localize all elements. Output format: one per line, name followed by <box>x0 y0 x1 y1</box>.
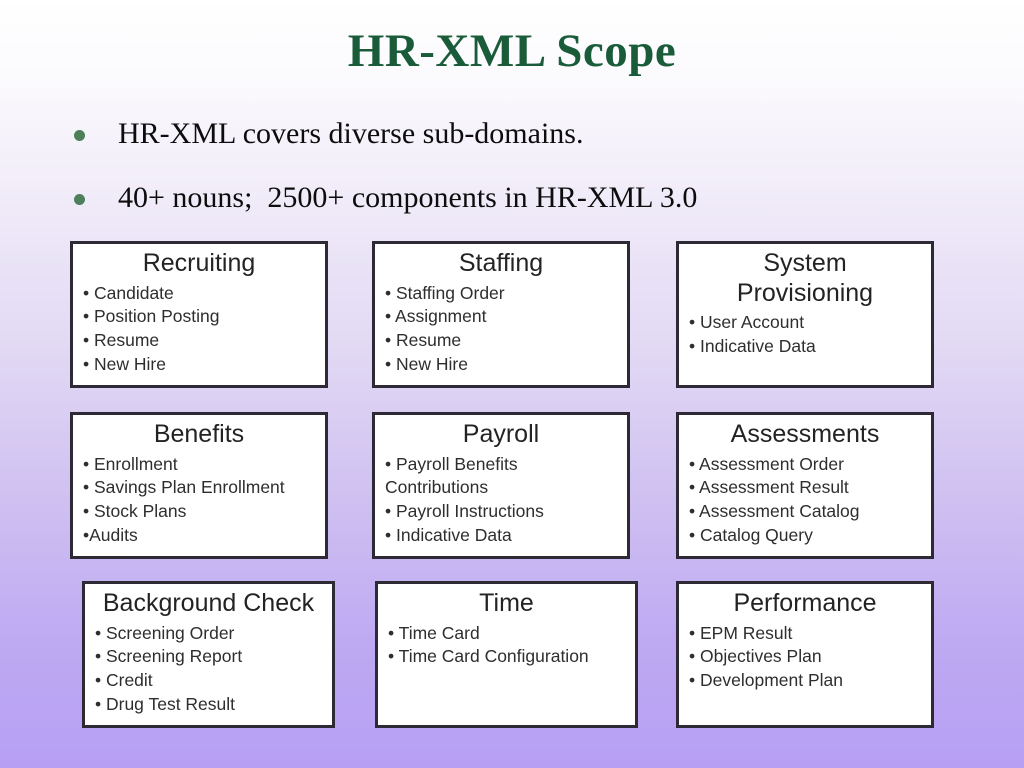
bullet-dot-icon <box>74 130 85 142</box>
box-item: • Time Card <box>388 622 480 643</box>
box-item: • Payroll Instructions <box>385 501 544 522</box>
domain-box-background-check: Background Check • Screening Order • Scr… <box>82 581 335 728</box>
box-item: • Candidate <box>83 282 174 303</box>
box-item-list: • EPM Result • Objectives Plan • Develop… <box>679 621 931 694</box>
box-item: • Screening Report <box>95 646 243 667</box>
domain-box-staffing: Staffing • Staffing Order • Assignment •… <box>372 241 630 388</box>
bullet-text: 40+ nouns; 2500+ components in HR-XML 3.… <box>118 181 698 215</box>
box-item: • Development Plan <box>689 670 843 691</box>
box-item: • Assessment Order <box>689 453 844 474</box>
box-item: •Audits <box>83 525 138 546</box>
box-item: • Resume <box>385 330 462 351</box>
box-item: • Indicative Data <box>689 335 816 356</box>
box-title: Payroll <box>462 420 540 448</box>
bullet-list: HR-XML covers diverse sub-domains. 40+ n… <box>74 116 1024 216</box>
box-item: • Drug Test Result <box>95 694 236 715</box>
box-item-list: • Candidate • Position Posting • Resume … <box>73 281 325 378</box>
bullet-dot-icon <box>74 194 85 206</box>
box-title: System Provisioning <box>736 249 874 307</box>
box-title: Performance <box>733 589 877 617</box>
box-item: • Screening Order <box>95 622 235 643</box>
box-item-list: • Staffing Order • Assignment • Resume •… <box>375 281 627 378</box>
box-item: • New Hire <box>83 354 166 375</box>
domain-box-system-provisioning: System Provisioning • User Account • Ind… <box>676 241 934 388</box>
box-item-list: • Screening Order • Screening Report • C… <box>85 621 332 718</box>
domain-box-recruiting: Recruiting • Candidate • Position Postin… <box>70 241 328 388</box>
box-item: • Resume <box>83 330 160 351</box>
box-item: • Assessment Catalog <box>689 501 860 522</box>
box-title: Recruiting <box>142 249 256 277</box>
box-item-list: • Time Card • Time Card Configuration <box>378 621 635 670</box>
box-item: • Objectives Plan <box>689 646 822 667</box>
box-title: Background Check <box>102 589 315 617</box>
box-item: • Assessment Result <box>689 477 849 498</box>
box-title: Benefits <box>153 420 245 448</box>
page-title: HR-XML Scope <box>347 25 677 77</box>
domain-box-assessments: Assessments • Assessment Order • Assessm… <box>676 412 934 559</box>
domain-box-time: Time • Time Card • Time Card Configurati… <box>375 581 638 728</box>
box-title: Staffing <box>458 249 544 277</box>
box-item-list: • User Account • Indicative Data <box>679 310 931 359</box>
domain-box-performance: Performance • EPM Result • Objectives Pl… <box>676 581 934 728</box>
box-item: • EPM Result <box>689 622 793 643</box>
box-item: • Credit <box>95 670 153 691</box>
box-item-list: • Payroll Benefits Contributions • Payro… <box>375 452 627 549</box>
domain-box-payroll: Payroll • Payroll Benefits Contributions… <box>372 412 630 559</box>
box-item: • Assignment <box>385 306 487 327</box>
box-item: • User Account <box>689 312 805 332</box>
box-item: • Catalog Query <box>689 525 813 546</box>
box-item: • Position Posting <box>83 306 220 327</box>
bullet-text: HR-XML covers diverse sub-domains. <box>118 117 584 151</box>
box-item: • Payroll Benefits Contributions <box>385 453 518 498</box>
box-item: • Indicative Data <box>385 525 512 546</box>
bullet-item: HR-XML covers diverse sub-domains. <box>74 116 1024 152</box>
box-item: • New Hire <box>385 354 468 375</box>
box-item: • Time Card Configuration <box>388 646 589 667</box>
box-item: • Savings Plan Enrollment <box>83 477 285 498</box>
bullet-item: 40+ nouns; 2500+ components in HR-XML 3.… <box>74 180 1024 216</box>
domain-box-benefits: Benefits • Enrollment • Savings Plan Enr… <box>70 412 328 559</box>
box-item-list: • Enrollment • Savings Plan Enrollment •… <box>73 452 325 549</box>
box-item: • Enrollment <box>83 453 178 474</box>
box-item: • Staffing Order <box>385 282 505 303</box>
box-item-list: • Assessment Order • Assessment Result •… <box>679 452 931 549</box>
box-title: Assessments <box>730 420 880 448</box>
box-title: Time <box>479 589 534 617</box>
box-item: • Stock Plans <box>83 501 187 522</box>
